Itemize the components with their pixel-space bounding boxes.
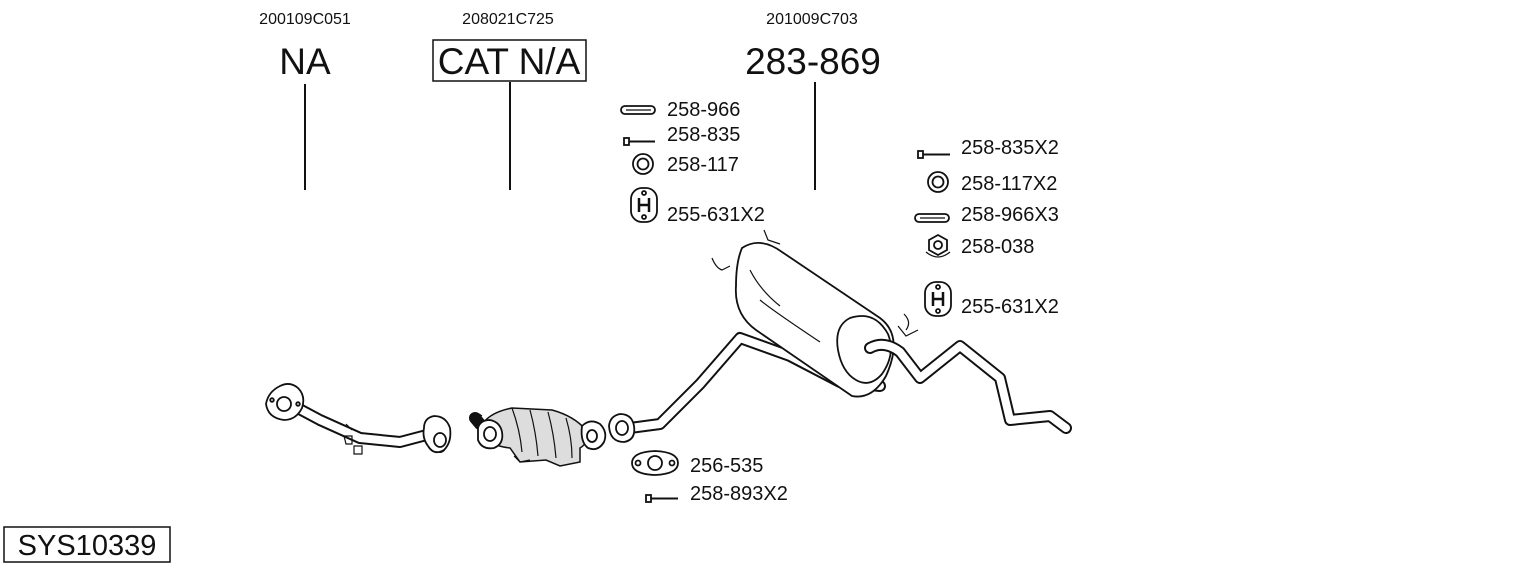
fitting-sleeve[interactable]: 258-966 (620, 99, 740, 121)
bolt-icon (645, 494, 678, 503)
rubber-hanger-icon (630, 187, 658, 223)
fitting-flange-gasket[interactable]: 256-535 (631, 450, 763, 477)
fitting-label: 258-966 (667, 99, 740, 121)
fitting-sleeve-x3[interactable]: 258-966X3 (914, 204, 1059, 226)
fitting-bolt-x2-bottom[interactable]: 258-893X2 (645, 483, 788, 505)
fitting-label: 258-117X2 (961, 173, 1057, 195)
fitting-hanger[interactable]: 255-631X2 (630, 187, 765, 226)
fitting-label: 255-631X2 (667, 204, 765, 226)
ring-gasket-icon (927, 171, 949, 193)
part-number: CAT N/A (438, 41, 581, 82)
ring-gasket-icon (632, 153, 654, 175)
fitting-label: 255-631X2 (961, 296, 1059, 318)
fitting-bolt[interactable]: 258-835 (623, 124, 740, 146)
fitting-ring-x2[interactable]: 258-117X2 (927, 171, 1057, 195)
oem-number: 201009C703 (766, 11, 858, 28)
bolt-icon (623, 137, 655, 146)
fitting-label: 256-535 (690, 455, 763, 477)
sleeve-icon (620, 105, 656, 115)
fitting-hanger-x2[interactable]: 255-631X2 (924, 281, 1059, 318)
fitting-bolt-x2[interactable]: 258-835X2 (917, 137, 1059, 159)
bolt-icon (917, 150, 950, 159)
system-code-label: SYS10339 (18, 530, 157, 562)
catalyst-drawing (469, 407, 607, 467)
fitting-label: 258-038 (961, 236, 1034, 258)
fitting-label: 258-835 (667, 124, 740, 146)
rubber-hanger-icon (924, 281, 952, 317)
system-code-box (3, 526, 171, 563)
fitting-label: 258-117 (667, 154, 739, 176)
assembly-front-pipe[interactable]: 200109C051 NA (259, 11, 351, 190)
nut-icon (925, 233, 951, 258)
fitting-ring[interactable]: 258-117 (632, 153, 739, 176)
rear-silencer-drawing (608, 229, 1072, 443)
front-pipe-drawing (265, 383, 452, 455)
fitting-label: 258-835X2 (961, 137, 1059, 159)
oem-number: 208021C725 (462, 11, 554, 28)
assembly-rear-silencer[interactable]: 201009C703 283-869 (745, 11, 881, 190)
part-box (432, 39, 587, 82)
assembly-catalyst[interactable]: 208021C725 CAT N/A (432, 11, 587, 190)
part-number: 283-869 (745, 41, 881, 82)
fitting-nut[interactable]: 258-038 (925, 233, 1034, 258)
part-number: NA (279, 41, 331, 82)
flange-gasket-icon (631, 450, 679, 476)
sleeve-icon (914, 213, 950, 223)
oem-number: 200109C051 (259, 11, 351, 28)
system-code: SYS10339 (3, 526, 171, 563)
fitting-label: 258-893X2 (690, 483, 788, 505)
fitting-label: 258-966X3 (961, 204, 1059, 226)
